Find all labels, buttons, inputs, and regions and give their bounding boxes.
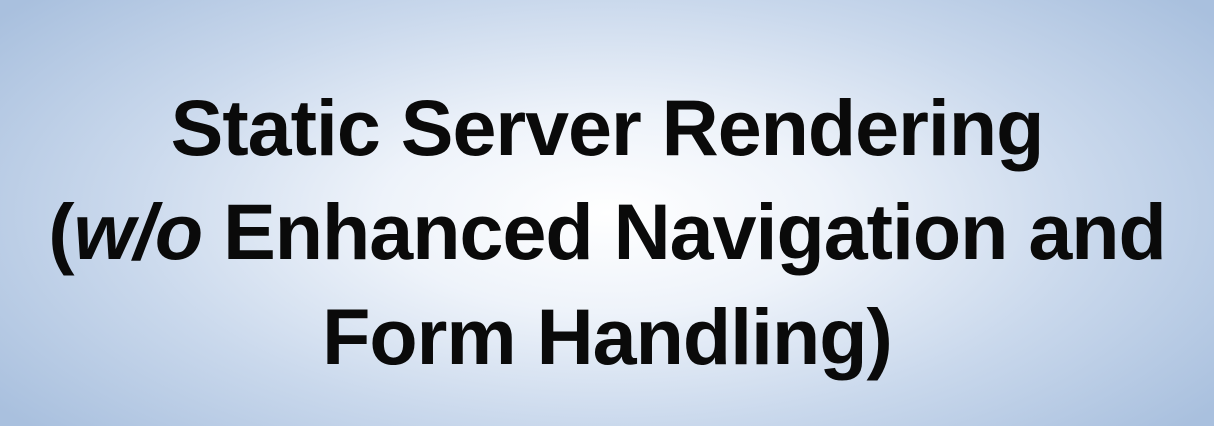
slide-title-line-2: (w/o Enhanced Navigation and [0,192,1214,271]
title-line-2-rest: Enhanced Navigation and [202,187,1167,276]
title-open-paren: ( [48,187,74,276]
slide-title-line-3: Form Handling) [322,292,893,381]
title-italic-without: w/o [73,187,204,276]
slide-title-line-1: Static Server Rendering [170,83,1045,172]
